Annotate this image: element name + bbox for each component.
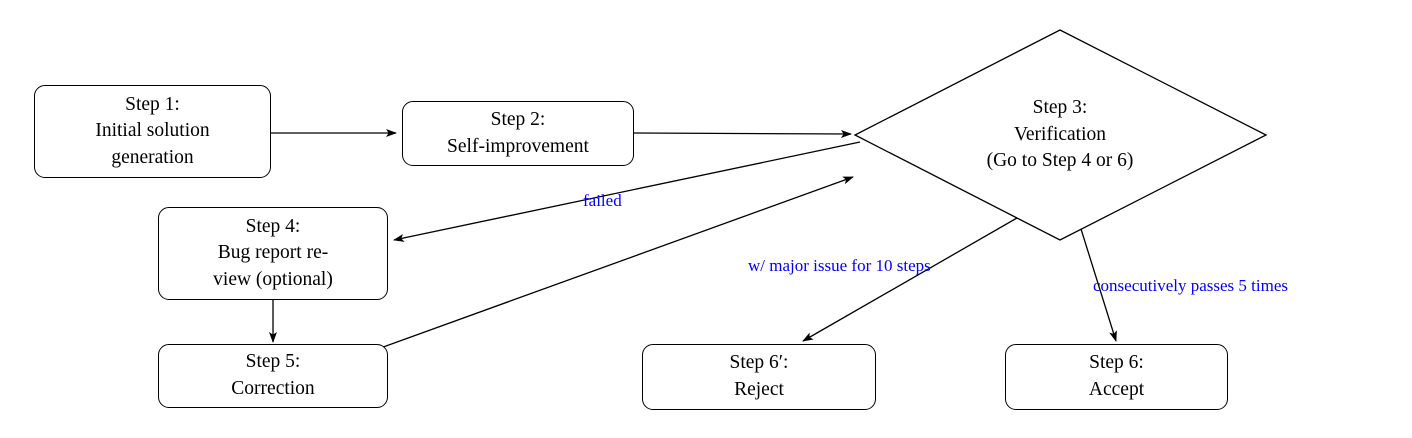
node-step6prime[interactable]: Step 6′: Reject [642,344,876,410]
node-step1-line-1: Step 1: [125,93,180,115]
node-step6[interactable]: Step 6: Accept [1005,344,1228,410]
node-step4-line-1: Step 4: [245,215,301,237]
node-step1-line-3: generation [111,146,194,168]
node-step1[interactable]: Step 1: Initial solution generation [34,85,271,178]
node-step1-line-2: Initial solution [95,120,210,142]
edge-step3-to-step6prime [802,217,1018,342]
node-step2-line-1: Step 2: [490,108,546,130]
node-step6prime-line-1: Step 6′: [729,352,789,374]
node-step5-line-2: Correction [231,378,315,399]
edge-step3-to-step6 [1080,228,1117,342]
edge-step3-to-step4 [393,141,861,242]
node-step2-line-2: Self-improvement [447,135,589,157]
node-step6-line-2: Accept [1088,379,1145,400]
node-step5-line-1: Step 5: [245,351,301,373]
edge-step5-to-step3 [374,176,854,351]
edge-label-consecutive-pass: consecutively passes 5 times [1093,276,1288,295]
step3-diamond-shape [853,29,1268,241]
node-step4[interactable]: Step 4: Bug report re- view (optional) [158,207,388,300]
node-step6-line-1: Step 6: [1089,352,1144,374]
node-step5[interactable]: Step 5: Correction [158,344,388,408]
edge-label-failed: failed [583,191,622,210]
edge-step2-to-step3 [633,129,852,138]
node-step2[interactable]: Step 2: Self-improvement [402,101,634,166]
node-step6prime-line-2: Reject [734,379,784,400]
edge-label-major-issue: w/ major issue for 10 steps [748,256,931,275]
node-step4-line-2: Bug report re- [217,242,329,264]
node-step4-line-3: view (optional) [213,268,333,290]
